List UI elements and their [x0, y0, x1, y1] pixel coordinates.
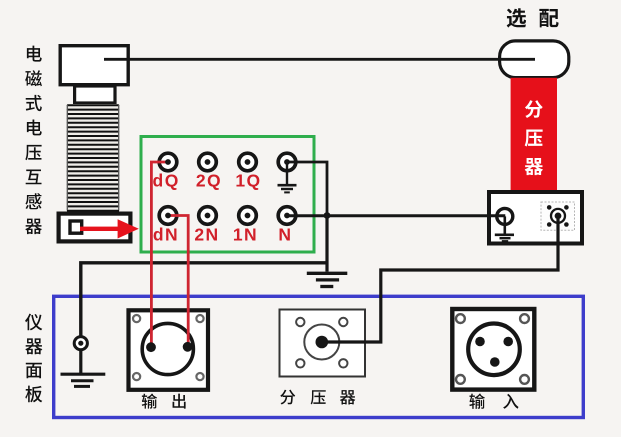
svg-text:1Q: 1Q [235, 171, 261, 191]
svg-text:dN: dN [153, 225, 179, 245]
svg-text:2Q: 2Q [196, 171, 222, 191]
svg-text:1N: 1N [233, 225, 258, 245]
svg-text:2N: 2N [194, 225, 219, 245]
svg-text:N: N [278, 225, 292, 245]
svg-text:dQ: dQ [153, 171, 180, 191]
